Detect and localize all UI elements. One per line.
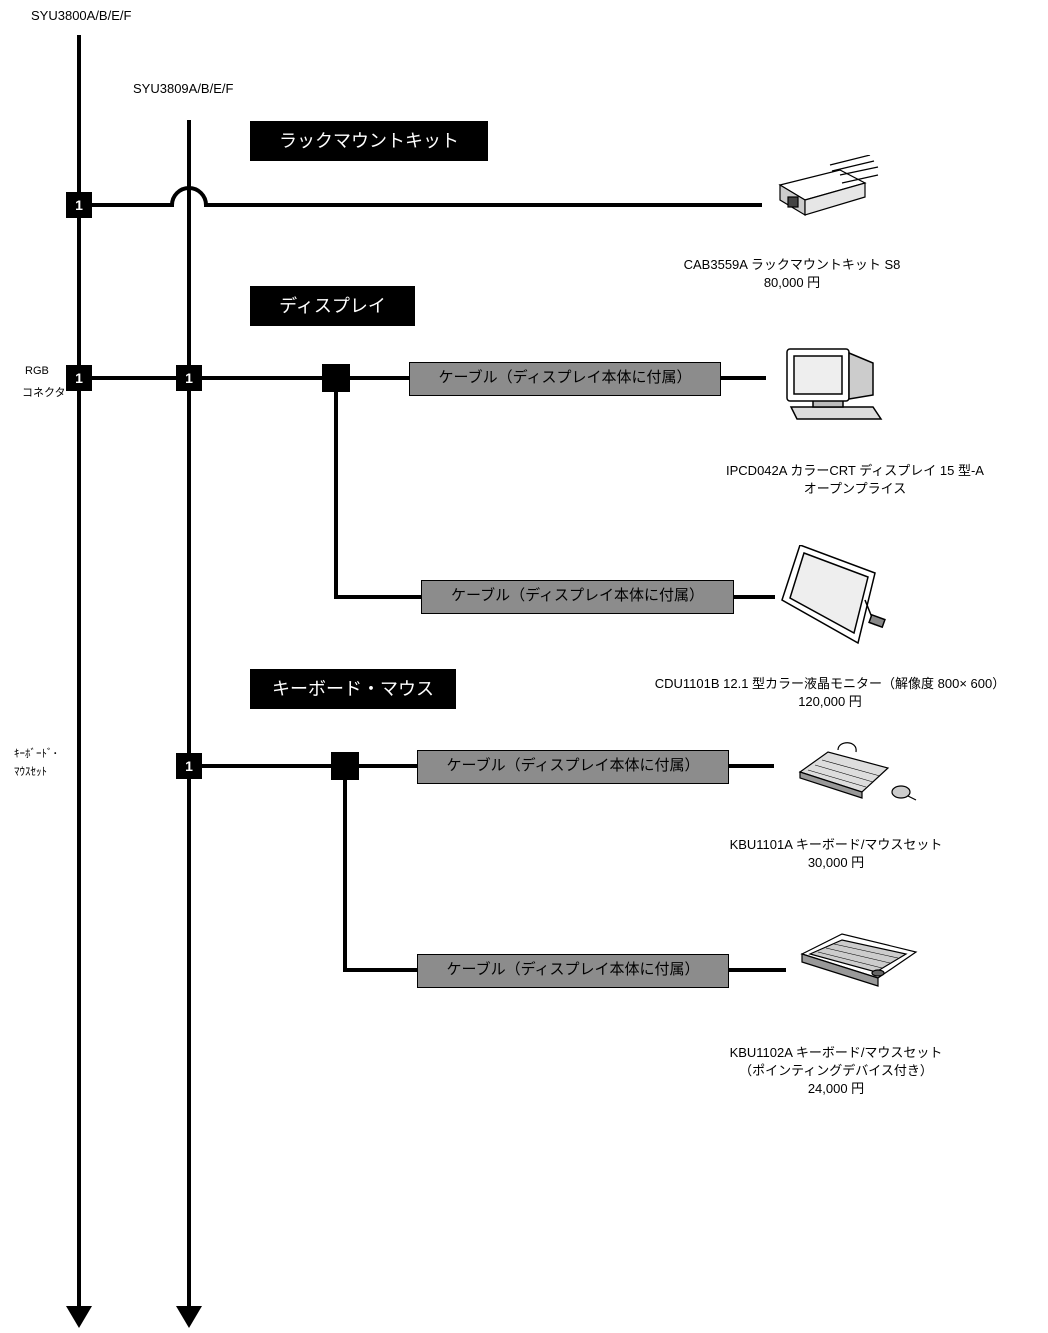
connector-box: 1 bbox=[176, 753, 202, 779]
keyboard-branch-line bbox=[343, 766, 418, 972]
product-name: CDU1101B 12.1 型カラー液晶モニター（解像度 800× 600） bbox=[654, 676, 1006, 691]
connector-box: 1 bbox=[66, 365, 92, 391]
product-name: KBU1102A キーボード/マウスセット bbox=[729, 1045, 943, 1060]
product-price: 80,000 円 bbox=[763, 275, 821, 290]
connector-box: 1 bbox=[66, 192, 92, 218]
cable-label-box: ケーブル（ディスプレイ本体に付属） bbox=[417, 750, 729, 784]
cable-label-box: ケーブル（ディスプレイ本体に付属） bbox=[409, 362, 721, 396]
product-price: 24,000 円 bbox=[807, 1081, 865, 1096]
bus-b-arrow bbox=[176, 1306, 202, 1328]
bus-a-arrow bbox=[66, 1306, 92, 1328]
bus-a-label: SYU3800A/B/E/F bbox=[31, 8, 132, 23]
bus-b-label: SYU3809A/B/E/F bbox=[133, 81, 234, 96]
product-name: CAB3559A ラックマウントキット S8 bbox=[683, 257, 901, 272]
keyboard-mouse-icon bbox=[798, 742, 917, 801]
section-header-rack: ラックマウントキット bbox=[250, 121, 488, 161]
connector-box: 1 bbox=[176, 365, 202, 391]
product-name: IPCD042A カラーCRT ディスプレイ 15 型-A bbox=[726, 463, 984, 478]
display-branch-line bbox=[334, 378, 422, 599]
rack-mount-kit-icon bbox=[778, 155, 879, 217]
product-price: オープンプライス bbox=[803, 481, 907, 496]
section-header-display: ディスプレイ bbox=[250, 286, 415, 326]
product-subtitle: （ポインティングデバイス付き） bbox=[739, 1063, 933, 1078]
rack-mount-line bbox=[79, 186, 762, 207]
keyboard-side-label-line1: ｷｰﾎﾞｰﾄﾞ･ bbox=[14, 748, 58, 760]
cable-label-box: ケーブル（ディスプレイ本体に付属） bbox=[421, 580, 734, 614]
display-junction bbox=[322, 364, 350, 392]
lcd-monitor-icon bbox=[781, 545, 886, 645]
product-name: KBU1101A キーボード/マウスセット bbox=[729, 837, 943, 852]
product-price: 120,000 円 bbox=[798, 694, 862, 709]
product-price: 30,000 円 bbox=[807, 855, 865, 870]
keyboard-pointing-icon bbox=[800, 933, 918, 987]
cable-label-box: ケーブル（ディスプレイ本体に付属） bbox=[417, 954, 729, 988]
keyboard-junction bbox=[331, 752, 359, 780]
crt-monitor-icon bbox=[786, 348, 883, 420]
keyboard-side-label-line2: ﾏｳｽｾｯﾄ bbox=[14, 766, 47, 778]
rgb-label-line2: コネクタ bbox=[22, 387, 66, 399]
section-header-keyboard: キーボード・マウス bbox=[250, 669, 456, 709]
rgb-label-line1: RGB bbox=[25, 365, 49, 377]
